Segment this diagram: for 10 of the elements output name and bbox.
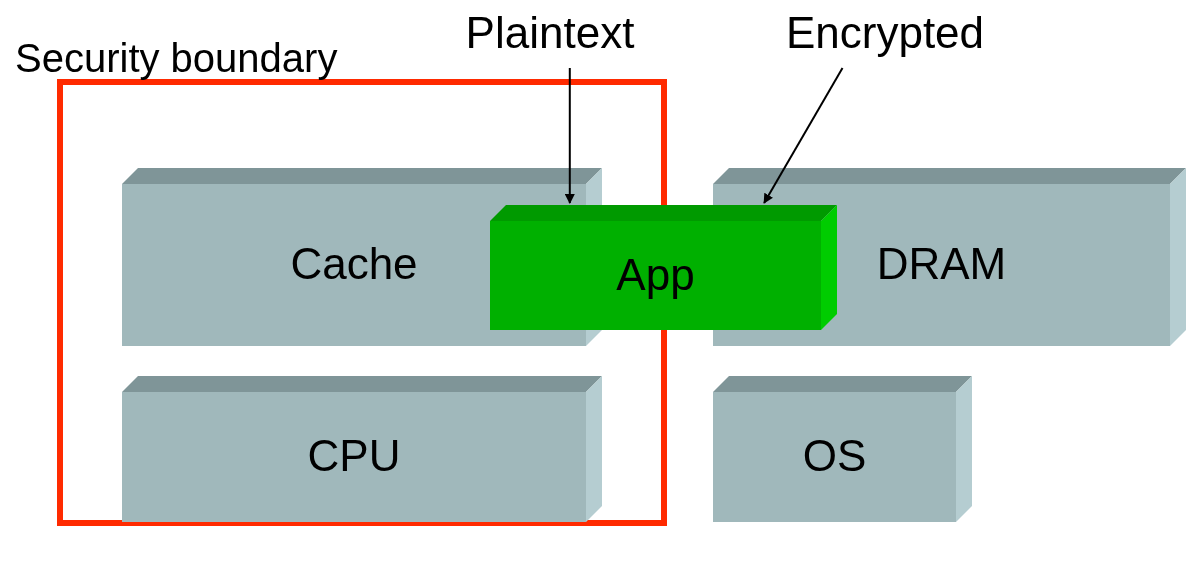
block-label: App [615, 249, 696, 300]
boundary-label: Security boundary [15, 36, 338, 81]
block-label: CPU [306, 431, 402, 481]
block-label: OS [801, 431, 868, 481]
block-label: Cache [289, 239, 419, 289]
leader-arrow [763, 67, 844, 204]
callout-label: Encrypted [784, 8, 986, 58]
block-label: DRAM [875, 239, 1008, 289]
callout-label: Plaintext [464, 8, 636, 58]
leader-arrow [564, 67, 575, 204]
